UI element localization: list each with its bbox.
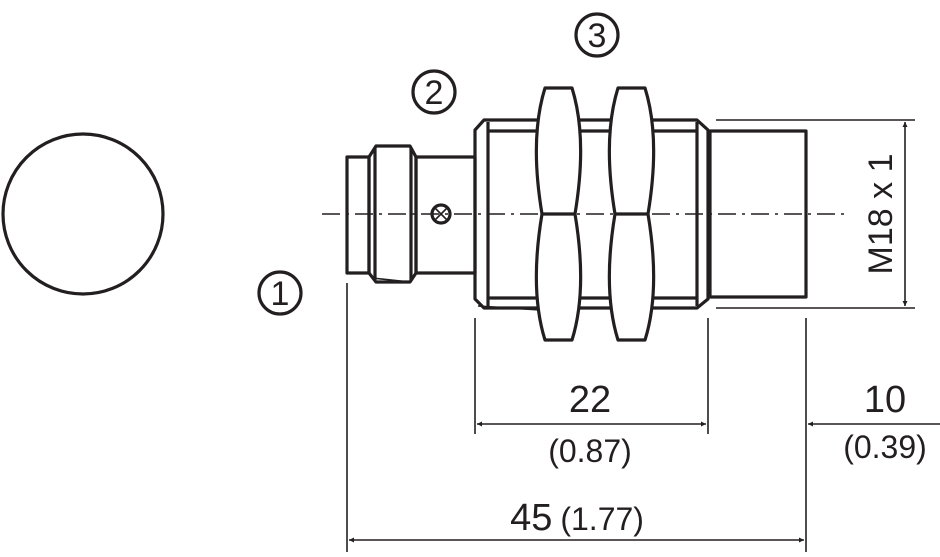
mounting-nuts (534, 86, 656, 342)
dimension-10-mm: 10 (864, 379, 906, 421)
callout-2: 2 (411, 69, 457, 115)
svg-text:2: 2 (425, 74, 444, 112)
dimension-45-label: 45(1.77) (510, 497, 644, 539)
dimension-10-inch: (0.39) (843, 429, 927, 465)
svg-text:3: 3 (588, 17, 607, 55)
threaded-body (473, 118, 710, 311)
sensor-housing (708, 119, 915, 309)
dimension-22-mm: 22 (569, 379, 611, 421)
extension-lines (346, 283, 807, 552)
dimension-45-mm: 45 (510, 497, 552, 539)
dimension-45-inch: (1.77) (560, 501, 644, 537)
thread-label: M18 x 1 (862, 154, 900, 275)
led-indicator-symbol (430, 203, 452, 225)
callout-1: 1 (257, 270, 303, 316)
svg-text:1: 1 (271, 275, 290, 313)
dimension-22-inch: (0.87) (548, 433, 632, 469)
front-view-circle (1, 132, 165, 296)
callout-3: 3 (574, 12, 620, 58)
